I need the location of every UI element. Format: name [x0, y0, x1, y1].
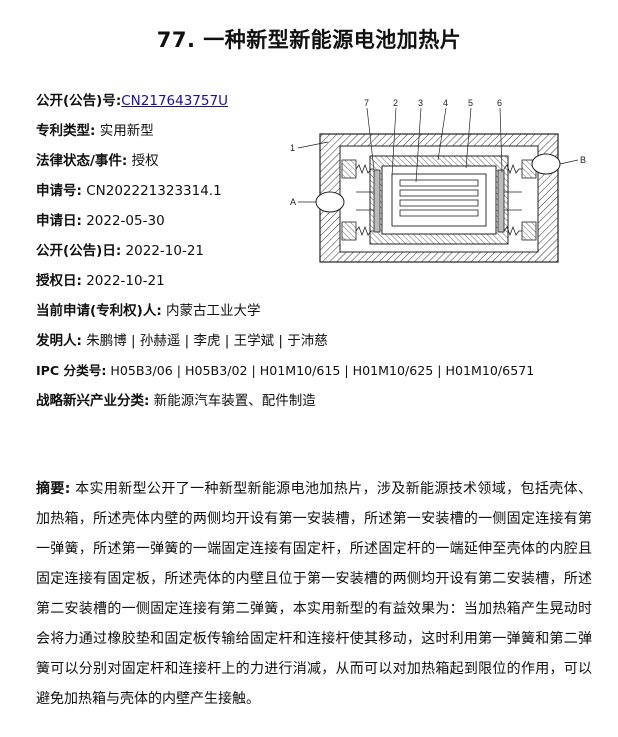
left-springs — [341, 159, 374, 241]
field-value: H05B3/06 | H05B3/02 | H01M10/615 | H01M1… — [110, 363, 535, 378]
abstract-text: 本实用新型公开了一种新型新能源电池加热片，涉及新能源技术领域，包括壳体、加热箱，… — [36, 481, 592, 707]
field-value: 授权 — [131, 153, 159, 169]
field-label: 发明人: — [36, 333, 82, 349]
field-label: 申请号: — [36, 183, 82, 199]
field-legal-status: 法律状态/事件: 授权 — [36, 152, 159, 170]
abstract: 摘要: 本实用新型公开了一种新型新能源电池加热片，涉及新能源技术领域，包括壳体、… — [36, 474, 592, 714]
abstract-label: 摘要: — [36, 481, 71, 497]
field-ipc: IPC 分类号: H05B3/06 | H05B3/02 | H01M10/61… — [36, 362, 534, 380]
figure-label-1: 1 — [290, 143, 295, 153]
field-inventors: 发明人: 朱鹏博 | 孙赫遥 | 李虎 | 王学斌 | 于沛慈 — [36, 332, 328, 350]
patent-drawing: 7 2 3 4 5 6 1 A B — [290, 98, 586, 263]
field-applicant: 当前申请(专利权)人: 内蒙古工业大学 — [36, 302, 261, 320]
field-value: 2022-05-30 — [86, 213, 165, 229]
field-grant-date: 授权日: 2022-10-21 — [36, 272, 165, 290]
field-industry-classification: 战略新兴产业分类: 新能源汽车装置、配件制造 — [36, 392, 316, 410]
field-label: 当前申请(专利权)人: — [36, 303, 162, 319]
field-label: 申请日: — [36, 213, 82, 229]
field-label: 战略新兴产业分类: — [36, 393, 150, 409]
figure-label-b: B — [580, 155, 586, 165]
field-value: 2022-10-21 — [86, 273, 165, 289]
field-value: 内蒙古工业大学 — [166, 303, 261, 319]
field-label: IPC 分类号: — [36, 363, 107, 378]
field-value: 实用新型 — [99, 123, 154, 139]
figure-label-6: 6 — [497, 98, 502, 108]
field-label: 授权日: — [36, 273, 82, 289]
heating-box — [369, 155, 509, 245]
publication-number-link[interactable]: CN217643757U — [121, 93, 228, 109]
leader-lines — [297, 107, 579, 203]
patent-title: 77. 一种新型新能源电池加热片 — [156, 28, 462, 52]
field-publication-number: 公开(公告)号:CN217643757U — [36, 92, 228, 110]
figure-label-7: 7 — [364, 98, 369, 108]
figure-label-3: 3 — [418, 98, 423, 108]
figure-label-5: 5 — [468, 98, 473, 108]
field-label: 专利类型: — [36, 123, 96, 139]
field-value: 朱鹏博 | 孙赫遥 | 李虎 | 王学斌 | 于沛慈 — [86, 333, 328, 349]
field-label: 公开(公告)号: — [36, 93, 122, 109]
field-label: 公开(公告)日: — [36, 243, 122, 259]
figure-label-a: A — [290, 197, 296, 207]
field-value: CN202221323314.1 — [86, 183, 222, 199]
field-label: 法律状态/事件: — [36, 153, 128, 169]
field-publication-date: 公开(公告)日: 2022-10-21 — [36, 242, 204, 260]
field-patent-type: 专利类型: 实用新型 — [36, 122, 154, 140]
field-value: 2022-10-21 — [125, 243, 205, 259]
field-value: 新能源汽车装置、配件制造 — [153, 393, 316, 409]
figure-label-4: 4 — [443, 98, 448, 108]
field-application-date: 申请日: 2022-05-30 — [36, 212, 165, 230]
field-application-number: 申请号: CN202221323314.1 — [36, 182, 222, 200]
figure-label-2: 2 — [393, 98, 398, 108]
